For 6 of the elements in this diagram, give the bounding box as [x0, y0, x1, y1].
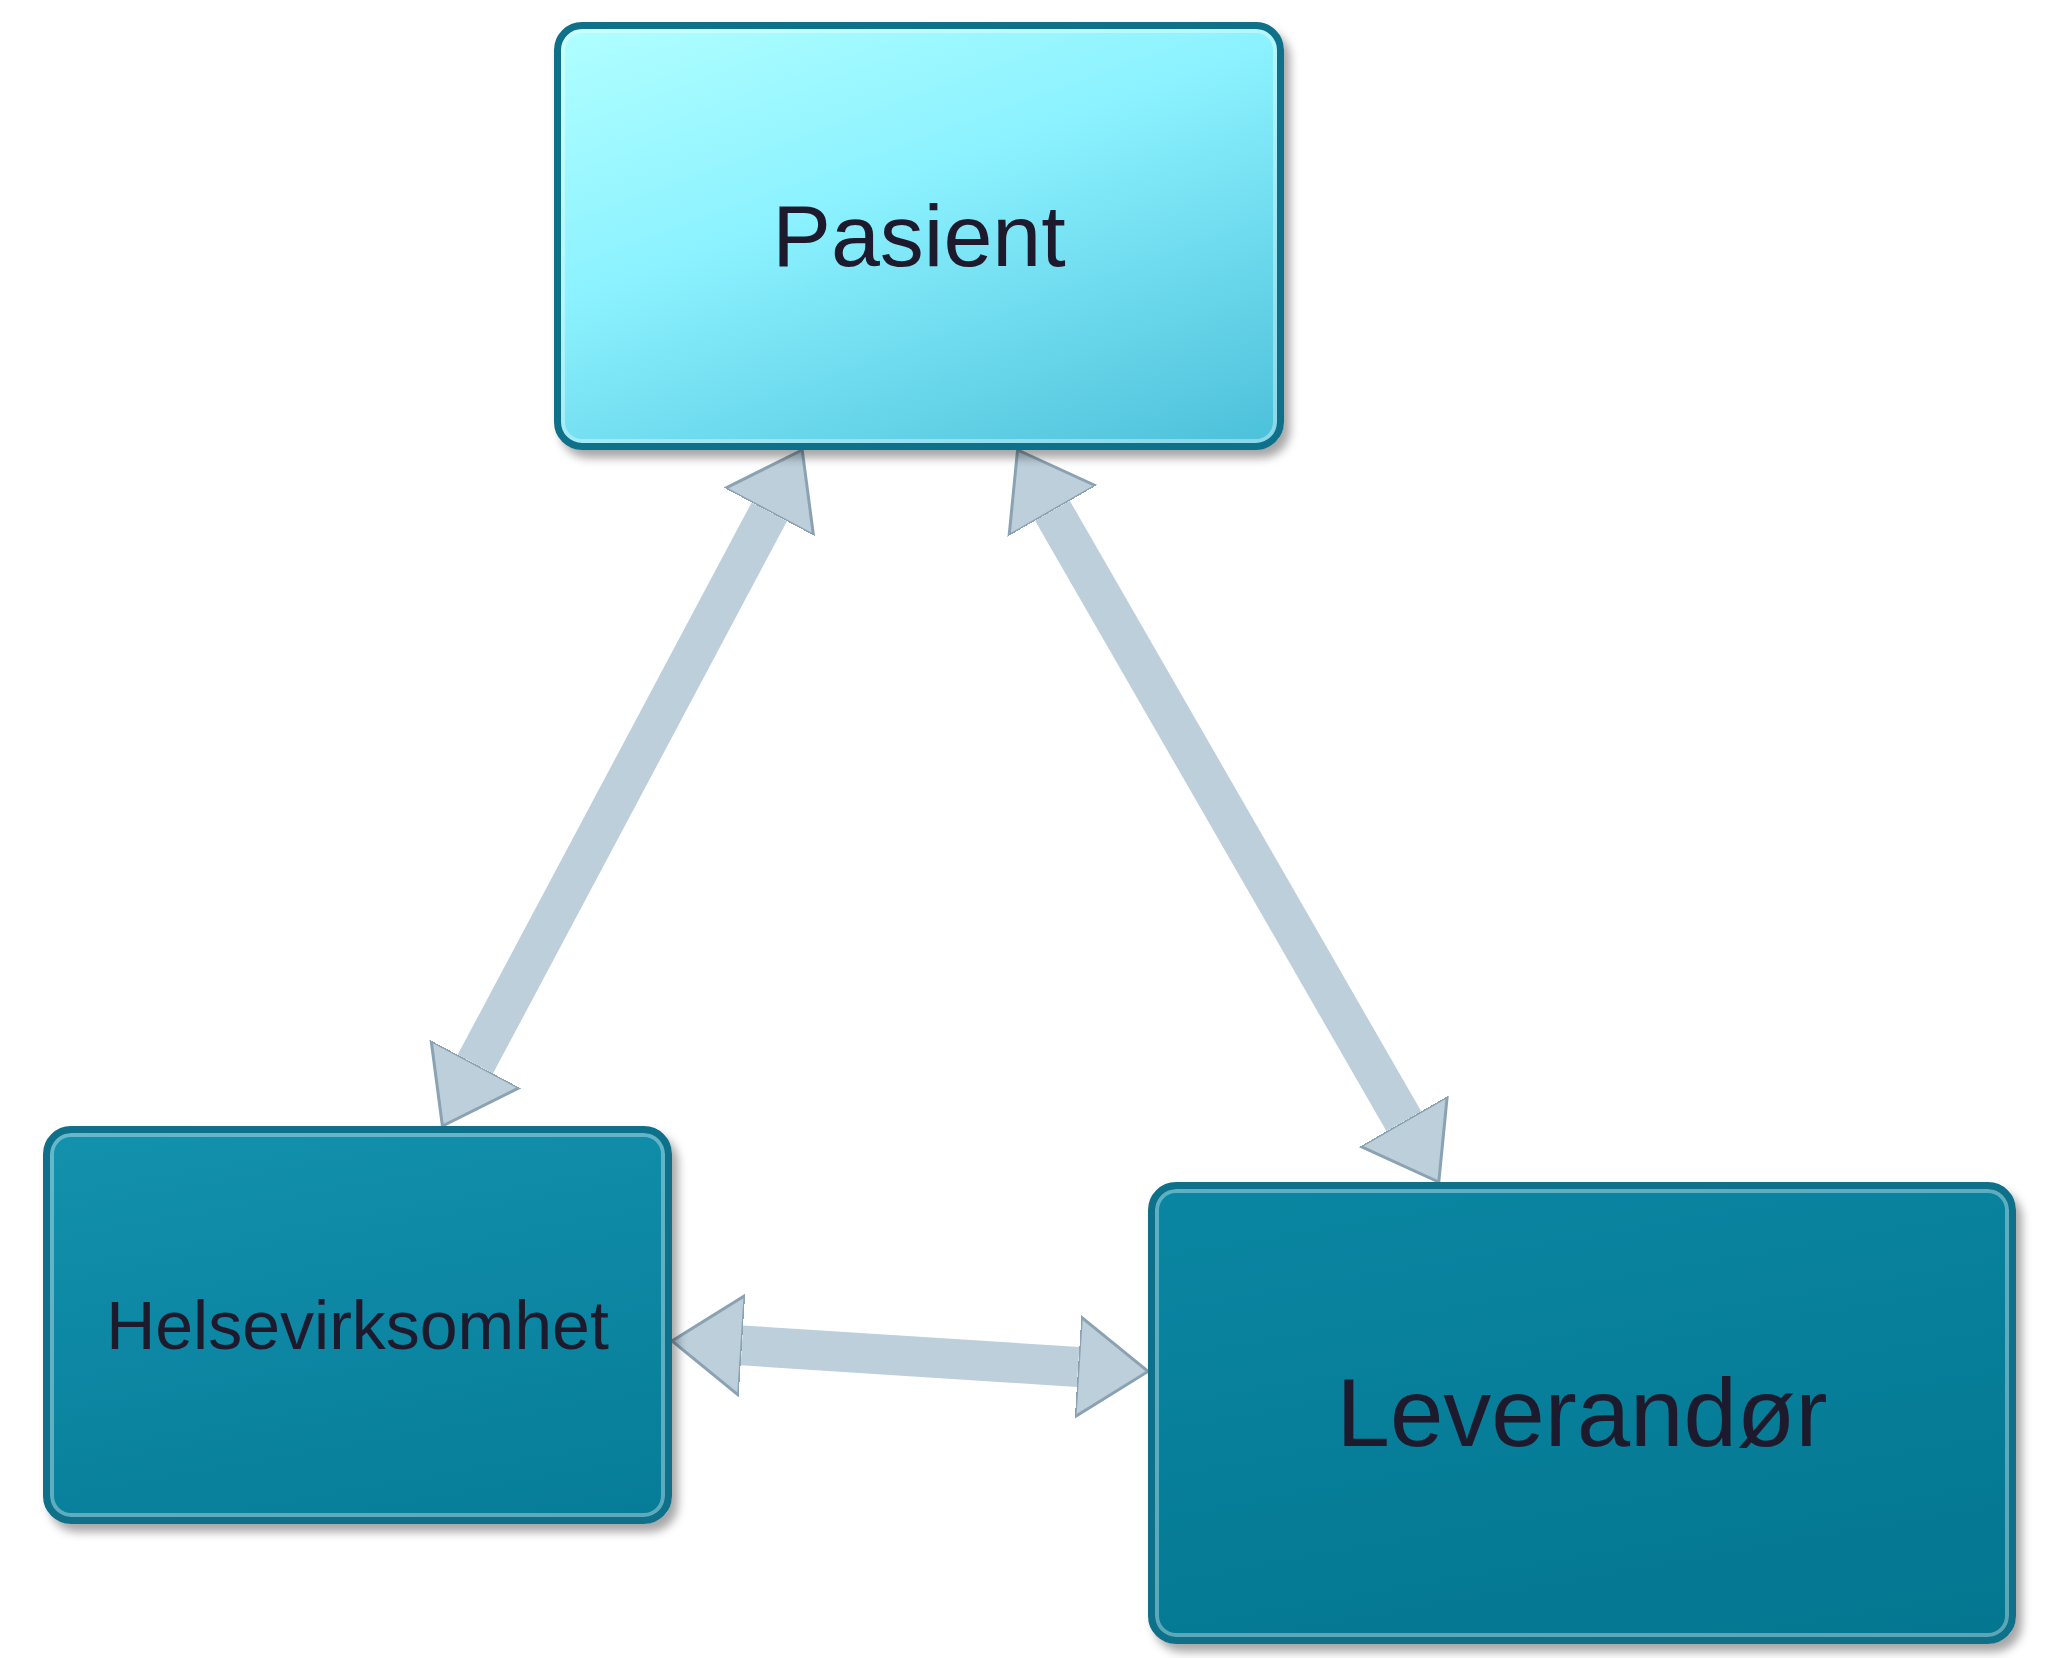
process-box [1148, 1182, 2016, 1644]
node-label: Pasient [772, 185, 1066, 287]
node-label: Helsevirksomhet [106, 1286, 609, 1364]
node-label: Leverandør [1336, 1358, 1828, 1468]
process-box [43, 1126, 672, 1524]
process-box [554, 22, 1284, 450]
